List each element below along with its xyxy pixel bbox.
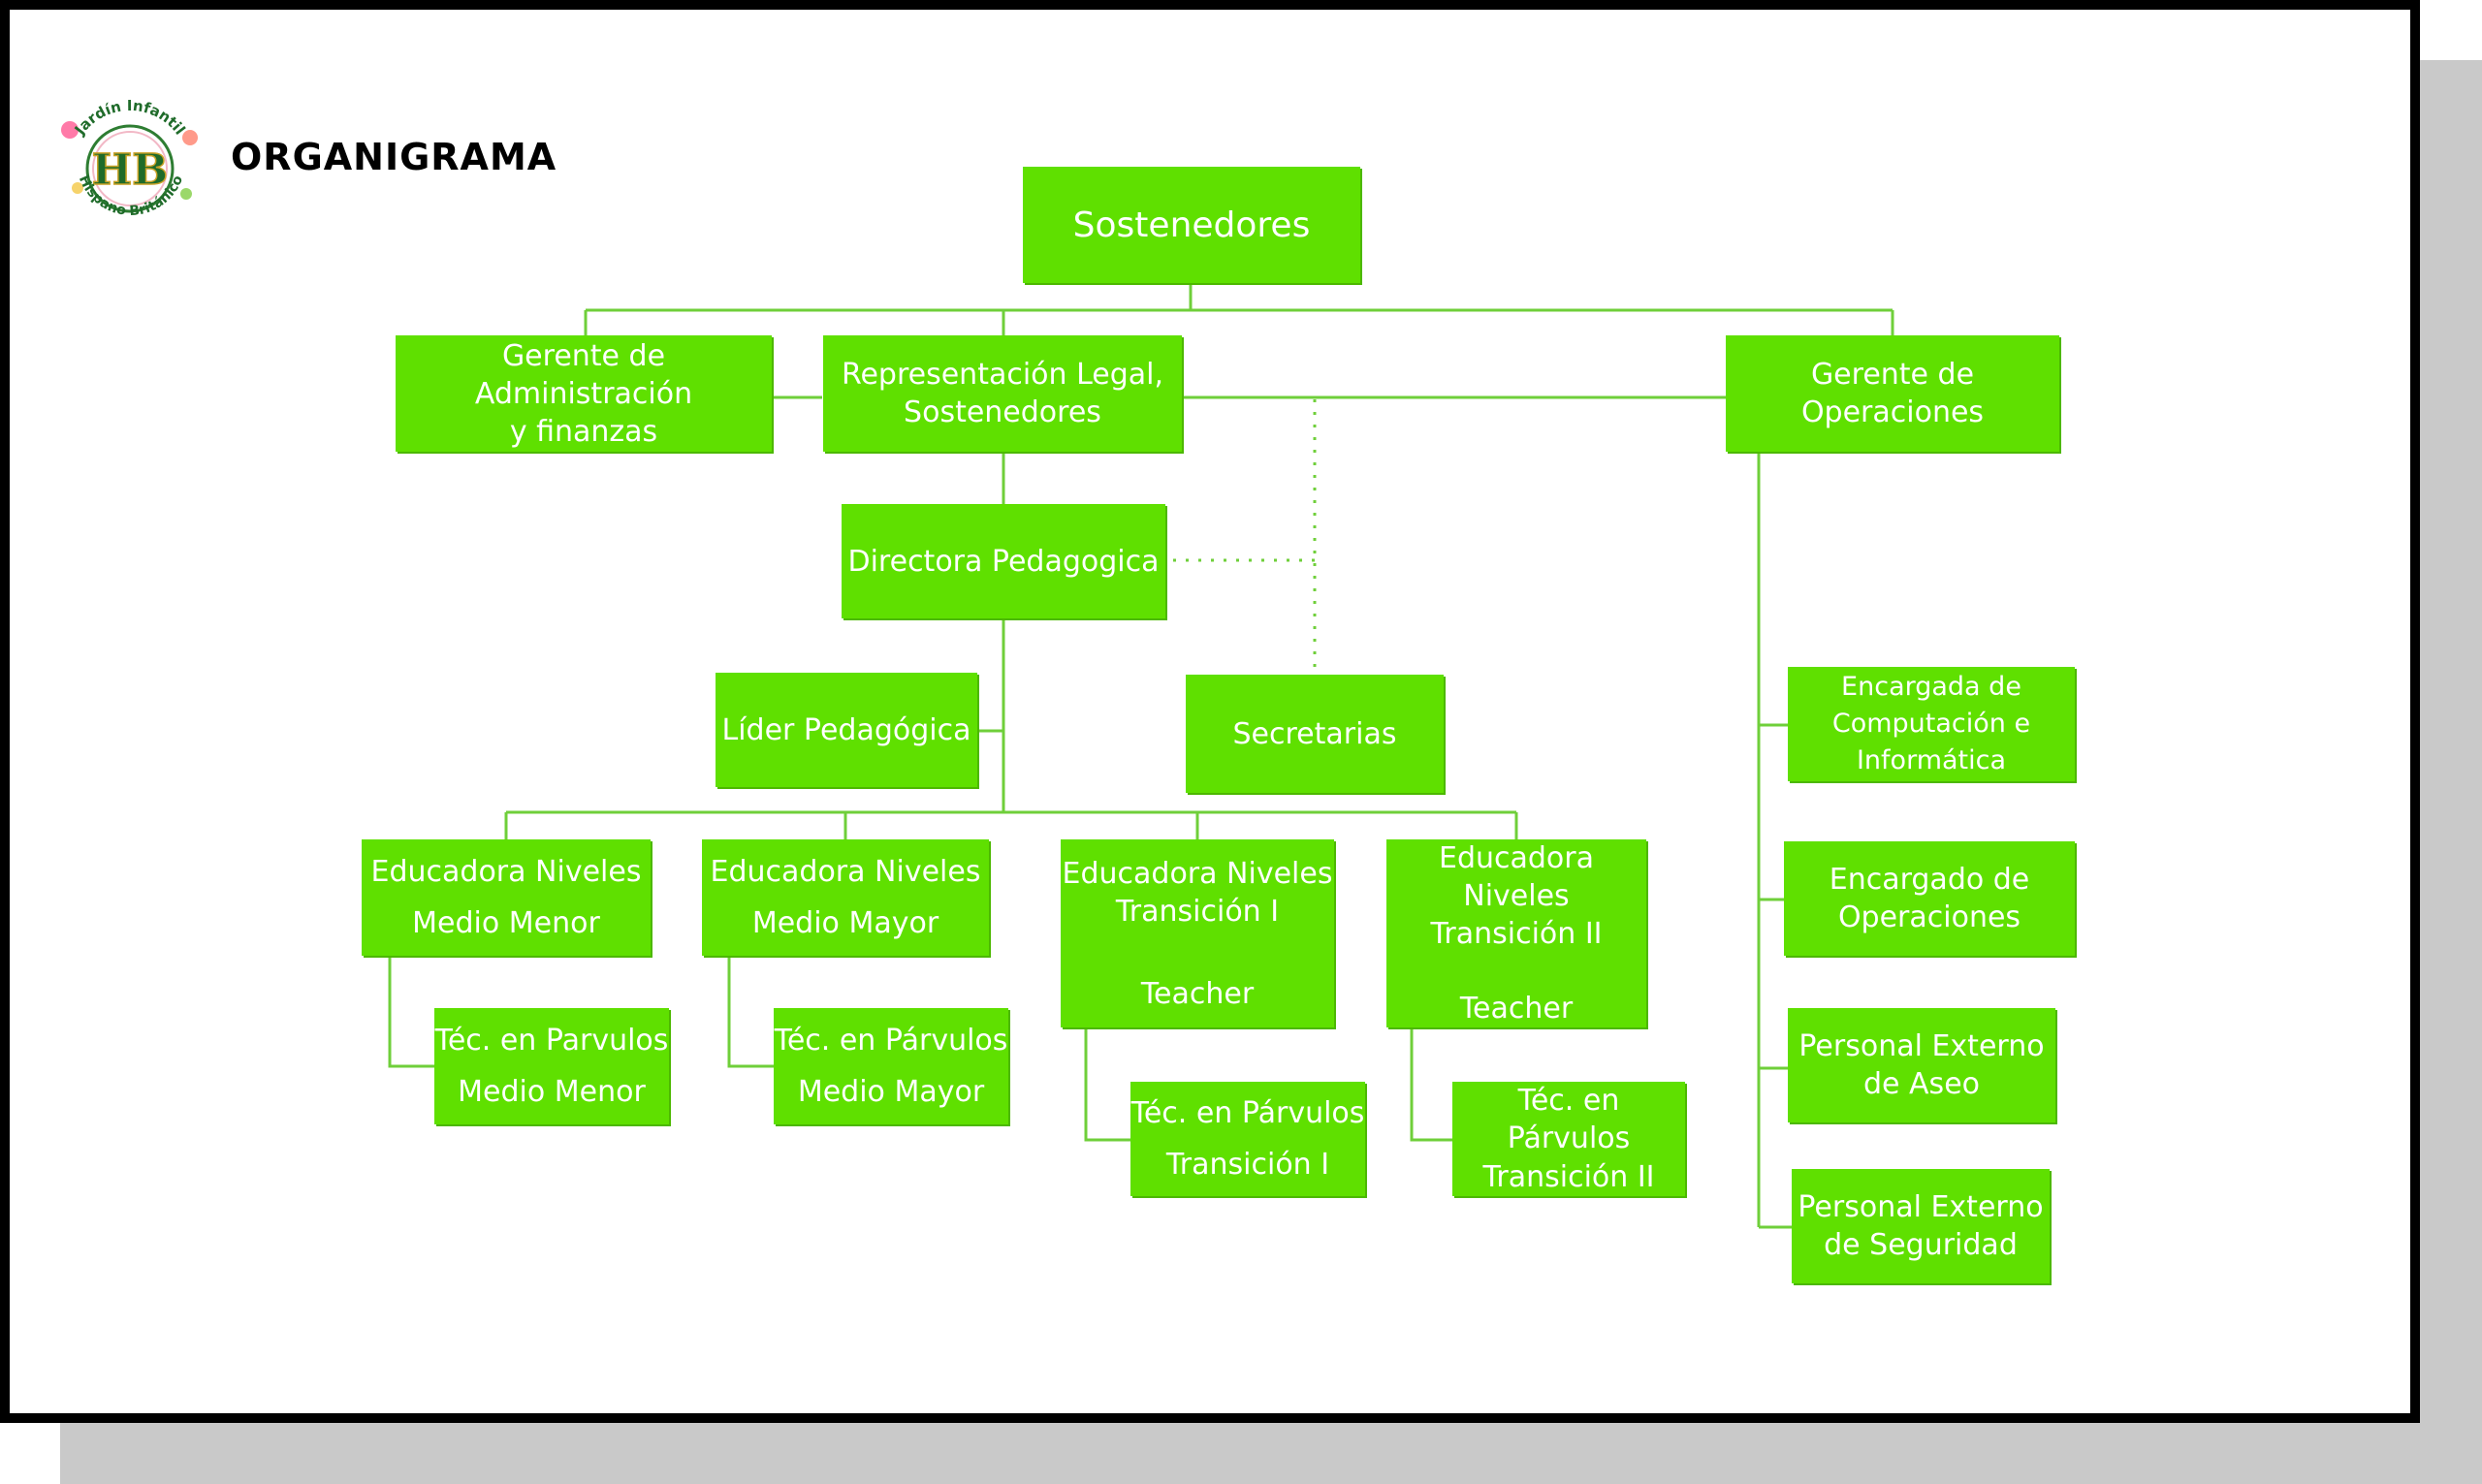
node-line: Secretarias	[1232, 716, 1397, 751]
node-tec-medio-mayor: Téc. en Párvulos Medio Mayor	[774, 1008, 1008, 1124]
node-tec-transicion-2: Téc. en Párvulos Transición II	[1452, 1082, 1685, 1196]
node-line: y finanzas	[509, 414, 658, 449]
node-sostenedores: Sostenedores	[1023, 167, 1360, 283]
node-line: Medio Mayor	[751, 906, 939, 940]
node-line: Medio Menor	[458, 1075, 646, 1109]
node-encargado-operaciones: Encargado de Operaciones	[1784, 841, 2075, 956]
node-line: Operaciones	[1837, 900, 2021, 934]
node-educadora-medio-menor: Educadora Niveles Medio Menor	[362, 839, 651, 956]
node-line: Teacher	[1459, 992, 1574, 1026]
node-line: Gerente de Administración	[474, 338, 693, 411]
node-line: Encargada de	[1841, 672, 2021, 702]
node-line: Transición I	[1165, 1148, 1330, 1182]
node-tec-transicion-1: Téc. en Párvulos Transición I	[1130, 1082, 1365, 1196]
node-line: de Seguridad	[1824, 1228, 2018, 1262]
node-line: Sostenedores	[1072, 205, 1311, 245]
node-line: Sostenedores	[904, 395, 1101, 429]
connector	[1410, 1027, 1452, 1142]
hb-logo: Jardín Infantil HB Hispano Británico	[61, 97, 198, 219]
node-line: Téc. en Párvulos	[774, 1024, 1008, 1058]
node-personal-aseo: Personal Externo de Aseo	[1788, 1008, 2055, 1122]
node-line: Transición II	[1430, 917, 1603, 951]
node-line: Medio Menor	[412, 906, 600, 940]
node-line: Téc. en Parvulos	[434, 1024, 669, 1058]
node-line: Directora Pedagogica	[847, 544, 1160, 579]
node-line: Operaciones	[1800, 395, 1985, 429]
node-line: Transición I	[1115, 894, 1280, 929]
logo-monogram: HB	[92, 145, 169, 195]
node-line: Educadora Niveles	[370, 855, 642, 889]
node-line: Educadora Niveles	[1062, 856, 1333, 891]
node-line: Gerente de	[1810, 358, 1975, 392]
page-title: ORGANIGRAMA	[231, 136, 557, 178]
node-line: Representación Legal,	[841, 358, 1164, 392]
node-line: Computación e	[1831, 709, 2031, 739]
node-representacion-legal: Representación Legal, Sostenedores	[823, 335, 1182, 452]
node-educadora-medio-mayor: Educadora Niveles Medio Mayor	[702, 839, 989, 956]
node-line: Informática	[1856, 745, 2007, 775]
node-line: Líder Pedagógica	[721, 712, 971, 747]
node-line: Teacher	[1140, 976, 1255, 1011]
connector	[388, 956, 434, 1068]
node-line: Medio Mayor	[797, 1075, 985, 1109]
node-line: Personal Externo	[1798, 1190, 2044, 1224]
node-line: Téc. en Párvulos	[1130, 1096, 1365, 1130]
node-line: Personal Externo	[1798, 1029, 2045, 1063]
node-tec-medio-menor: Téc. en Parvulos Medio Menor	[434, 1008, 669, 1124]
node-educadora-transicion-2: Educadora Niveles Transición II Teacher	[1386, 839, 1646, 1027]
node-line: de Aseo	[1863, 1067, 1980, 1101]
node-line: Educadora Niveles	[710, 855, 981, 889]
node-line: Transición II	[1482, 1160, 1655, 1194]
node-directora-pedagogica: Directora Pedagogica	[842, 504, 1165, 618]
connector	[727, 956, 774, 1068]
node-line: Educadora Niveles	[1438, 841, 1594, 913]
node-gerente-administracion: Gerente de Administración y finanzas	[396, 335, 772, 452]
node-secretarias: Secretarias	[1186, 675, 1444, 793]
connector	[1084, 1027, 1130, 1142]
node-line: Encargado de	[1829, 863, 2030, 897]
node-lider-pedagogica: Líder Pedagógica	[716, 673, 977, 787]
node-gerente-operaciones: Gerente de Operaciones	[1726, 335, 2059, 452]
node-educadora-transicion-1: Educadora Niveles Transición I Teacher	[1061, 839, 1334, 1027]
node-encargada-computacion: Encargada de Computación e Informática	[1788, 667, 2075, 781]
node-personal-seguridad: Personal Externo de Seguridad	[1792, 1169, 2050, 1283]
node-line: Téc. en Párvulos	[1507, 1084, 1631, 1155]
